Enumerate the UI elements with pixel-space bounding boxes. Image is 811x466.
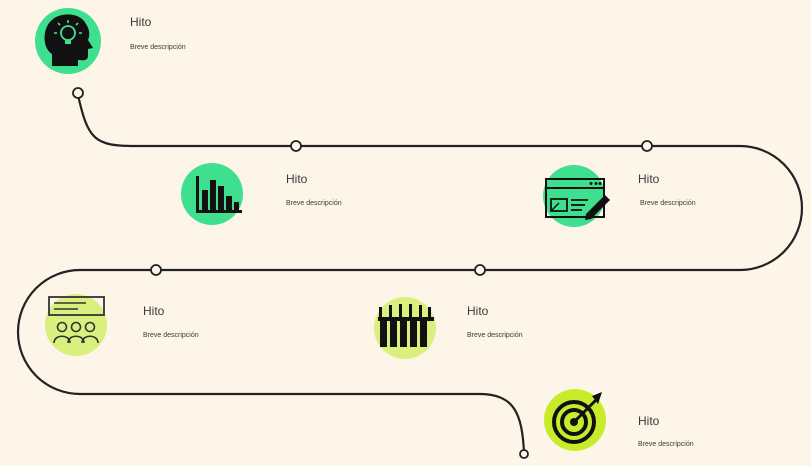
milestone-title: Hito [286,172,308,186]
lightbulb-head-icon [35,8,101,74]
presentation-team-icon [45,294,107,356]
milestone-description: Breve descripción [130,44,186,51]
milestone-description: Breve descripción [143,332,199,339]
raised-hands-crowd-icon [374,297,436,359]
milestone-title: Hito [143,304,165,318]
milestone-description: Breve descripción [467,332,523,339]
path-node [474,264,486,276]
milestone-description: Breve descripción [640,200,696,207]
path-node [150,264,162,276]
bar-chart-icon [181,163,243,225]
path-node [72,87,84,99]
path-node [519,449,529,459]
path-node [290,140,302,152]
milestone-title: Hito [638,414,660,428]
milestone-description: Breve descripción [638,441,694,448]
path-node [641,140,653,152]
milestone-title: Hito [638,172,660,186]
milestone-description: Breve descripción [286,200,342,207]
timeline-path [16,94,804,453]
milestone-title: Hito [130,15,152,29]
target-arrow-icon [544,389,606,451]
milestone-title: Hito [467,304,489,318]
website-edit-icon [543,165,610,227]
